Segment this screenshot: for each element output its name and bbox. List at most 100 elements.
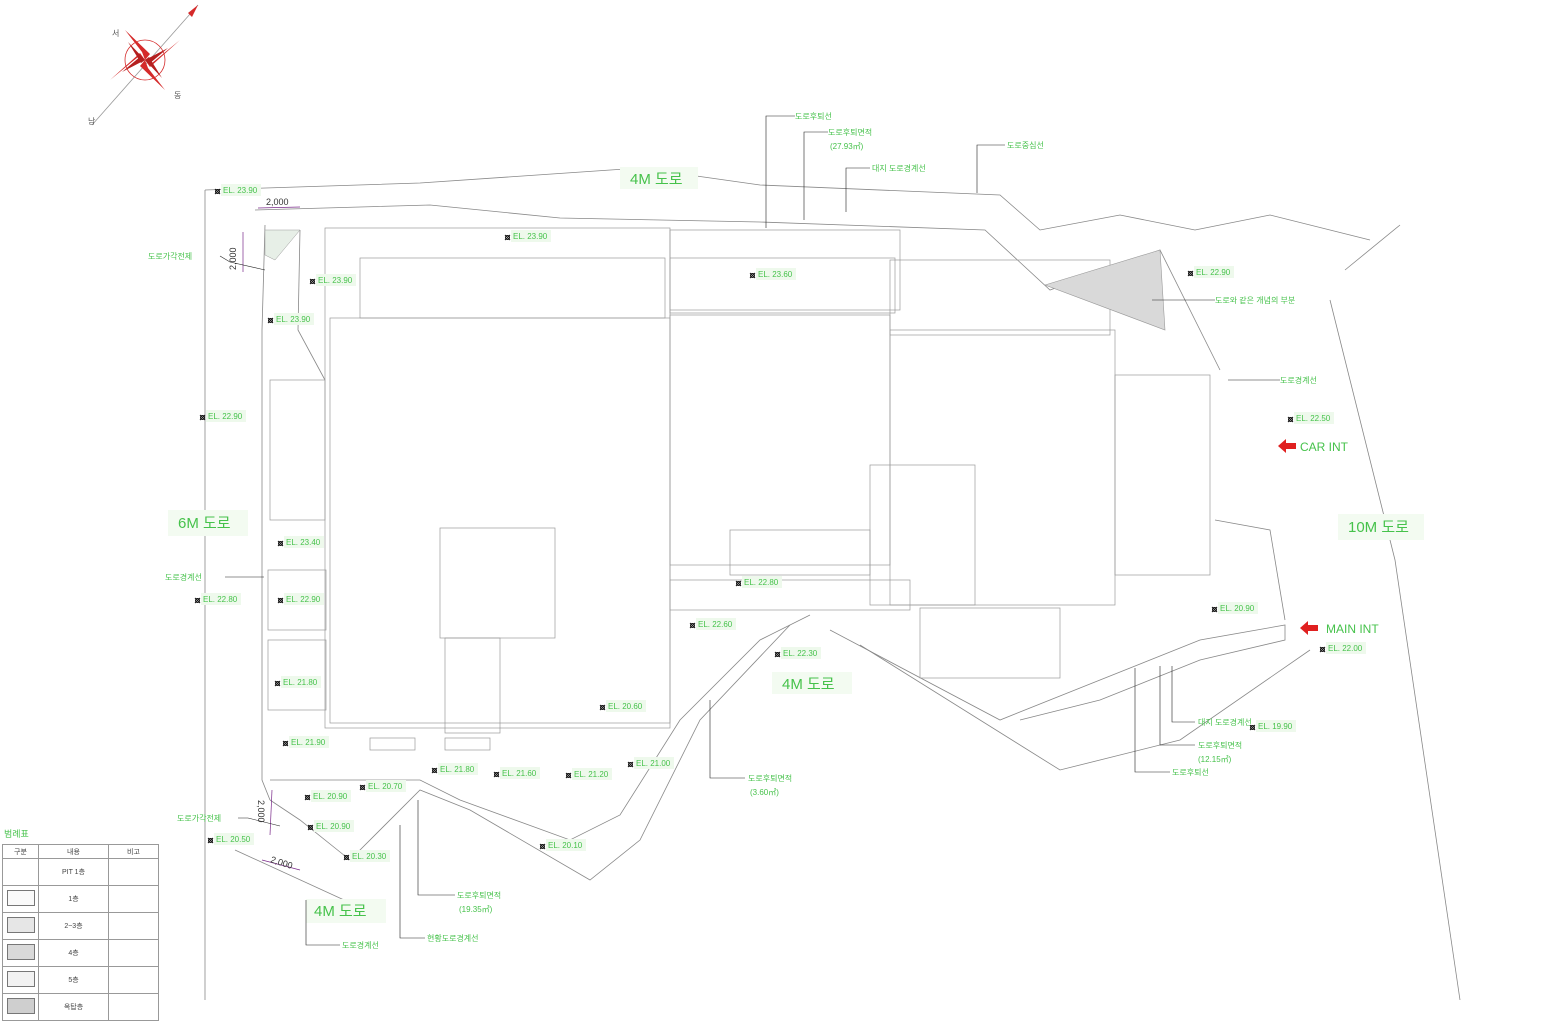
legend-row-label: 4층 bbox=[38, 939, 109, 967]
elevation-marker: EL. 21.60 bbox=[493, 767, 540, 779]
site-boundary-lines bbox=[204, 167, 1461, 1001]
arrow-left-icon bbox=[1300, 621, 1318, 635]
compass-east-label: 동 bbox=[174, 91, 181, 100]
annotation-corner-cut-south: 도로가각전제 bbox=[177, 813, 221, 823]
elevation-marker: EL. 23.90 bbox=[214, 184, 261, 196]
elevation-label: EL. 20.90 bbox=[316, 822, 351, 831]
elevation-point-icon bbox=[1187, 270, 1194, 277]
elevation-marker: EL. 21.80 bbox=[274, 676, 321, 688]
annotation-road-boundary-east: 도로경계선 bbox=[1280, 375, 1317, 385]
annotation-road-setback-area-sw: 도로후퇴면적 bbox=[457, 890, 501, 900]
elevation-label: EL. 23.90 bbox=[318, 276, 353, 285]
annotation-road-setback-area-south: 도로후퇴면적 bbox=[1198, 740, 1242, 750]
elevation-marker: EL. 23.90 bbox=[309, 274, 356, 286]
elevation-marker: EL. 22.90 bbox=[277, 593, 324, 605]
elevation-point-icon bbox=[282, 740, 289, 747]
car-entry-marker: CAR INT bbox=[1278, 439, 1349, 454]
annotation-site-road-boundary: 대지 도로경계선 bbox=[872, 163, 926, 173]
dimension-label: 2,000 bbox=[269, 854, 294, 870]
elevation-label: EL. 22.90 bbox=[1196, 268, 1231, 277]
elevation-label: EL. 22.50 bbox=[1296, 414, 1331, 423]
elevation-point-icon bbox=[735, 580, 742, 587]
legend-header: 내용 bbox=[38, 844, 109, 859]
elevation-point-icon bbox=[1211, 606, 1218, 613]
legend-row-label: 1층 bbox=[38, 885, 109, 913]
legend-swatch bbox=[6, 998, 35, 1014]
elevation-label: EL. 20.90 bbox=[313, 792, 348, 801]
elevation-point-icon bbox=[307, 824, 314, 831]
elevation-label: EL. 19.90 bbox=[1258, 722, 1293, 731]
elevation-point-icon bbox=[774, 651, 781, 658]
elevation-label: EL. 23.90 bbox=[513, 232, 548, 241]
elevation-point-icon bbox=[599, 704, 606, 711]
dimension-label: 2,000 bbox=[266, 197, 289, 207]
elevation-marker: EL. 20.30 bbox=[343, 850, 390, 862]
road-label-west: 6M 도로 bbox=[168, 510, 248, 536]
main-entry-label: MAIN INT bbox=[1326, 622, 1379, 636]
elevation-label: EL. 21.80 bbox=[440, 765, 475, 774]
elevation-label: EL. 21.80 bbox=[283, 678, 318, 687]
road-label-north: 4M 도로 bbox=[620, 167, 698, 189]
elevation-label: EL. 22.90 bbox=[208, 412, 243, 421]
elevation-label: EL. 20.10 bbox=[548, 841, 583, 850]
elevation-label: EL. 22.90 bbox=[286, 595, 321, 604]
elevation-point-icon bbox=[277, 597, 284, 604]
svg-text:6M 도로: 6M 도로 bbox=[178, 515, 231, 532]
elevation-marker: EL. 22.60 bbox=[689, 618, 736, 630]
elevation-point-icon bbox=[267, 317, 274, 324]
elevation-point-icon bbox=[309, 278, 316, 285]
annotation-road-boundary-sw: 도로경계선 bbox=[342, 940, 379, 950]
elevation-label: EL. 22.30 bbox=[783, 649, 818, 658]
svg-text:4M 도로: 4M 도로 bbox=[782, 676, 835, 693]
elevation-marker: EL. 20.70 bbox=[359, 780, 406, 792]
annotation-road-setback-line: 도로후퇴선 bbox=[795, 112, 832, 121]
building-footprint bbox=[264, 227, 1211, 751]
elevation-label: EL. 20.30 bbox=[352, 852, 387, 861]
legend-table: 범례표 구분 내용 비고 PIT 1층 1층 2~3층 4층 5층 옥탑층 bbox=[2, 824, 160, 1021]
elevation-label: EL. 23.90 bbox=[223, 186, 258, 195]
legend-row-label: 옥탑층 bbox=[38, 993, 109, 1021]
dimension-marks bbox=[242, 206, 301, 871]
elevation-marker: EL. 20.10 bbox=[539, 839, 586, 851]
elevation-marker: EL. 21.90 bbox=[282, 736, 329, 748]
compass-south-label: 남 bbox=[88, 117, 96, 126]
elevation-label: EL. 20.90 bbox=[1220, 604, 1255, 613]
annotation-road-setback-area-value: (27.93㎡) bbox=[830, 142, 864, 151]
elevation-label: EL. 20.60 bbox=[608, 702, 643, 711]
annotation-corner-cut: 도로가각전제 bbox=[148, 251, 192, 261]
elevation-point-icon bbox=[274, 680, 281, 687]
elevation-marker: EL. 22.90 bbox=[1187, 266, 1234, 278]
legend-title: 범례표 bbox=[4, 829, 29, 839]
car-entry-label: CAR INT bbox=[1300, 440, 1349, 454]
svg-text:4M 도로: 4M 도로 bbox=[630, 171, 683, 188]
legend-row-label: PIT 1층 bbox=[38, 858, 109, 886]
elevation-point-icon bbox=[304, 794, 311, 801]
legend-row-label: 2~3층 bbox=[38, 912, 109, 940]
elevation-point-icon bbox=[194, 597, 201, 604]
elevation-point-icon bbox=[199, 414, 206, 421]
elevation-marker: EL. 23.60 bbox=[749, 268, 796, 280]
elevation-marker: EL. 22.90 bbox=[199, 410, 246, 422]
elevation-marker: EL. 20.50 bbox=[207, 833, 254, 845]
annotation-road-equivalent-part: 도로와 같은 개념의 부분 bbox=[1215, 295, 1295, 305]
elevation-label: EL. 21.60 bbox=[502, 769, 537, 778]
elevation-marker: EL. 22.30 bbox=[774, 647, 821, 659]
annotation-road-setback-area-mid-value: (3.60㎡) bbox=[750, 788, 779, 797]
legend-swatch bbox=[6, 944, 35, 960]
elevation-marker: EL. 21.80 bbox=[431, 763, 478, 775]
svg-text:4M 도로: 4M 도로 bbox=[314, 903, 367, 920]
elevation-point-icon bbox=[214, 188, 221, 195]
legend-swatch bbox=[6, 890, 35, 906]
elevation-point-icon bbox=[359, 784, 366, 791]
legend-header: 구분 bbox=[2, 844, 39, 859]
dimension-label: 2,000 bbox=[228, 247, 238, 270]
annotation-road-setback-area-mid: 도로후퇴면적 bbox=[748, 773, 792, 783]
annotation-road-setback-line-south: 도로후퇴선 bbox=[1172, 768, 1209, 777]
elevation-label: EL. 23.90 bbox=[276, 315, 311, 324]
elevation-marker: EL. 23.90 bbox=[504, 230, 551, 242]
svg-text:10M 도로: 10M 도로 bbox=[1348, 519, 1409, 536]
elevation-point-icon bbox=[277, 540, 284, 547]
elevation-label: EL. 20.50 bbox=[216, 835, 251, 844]
